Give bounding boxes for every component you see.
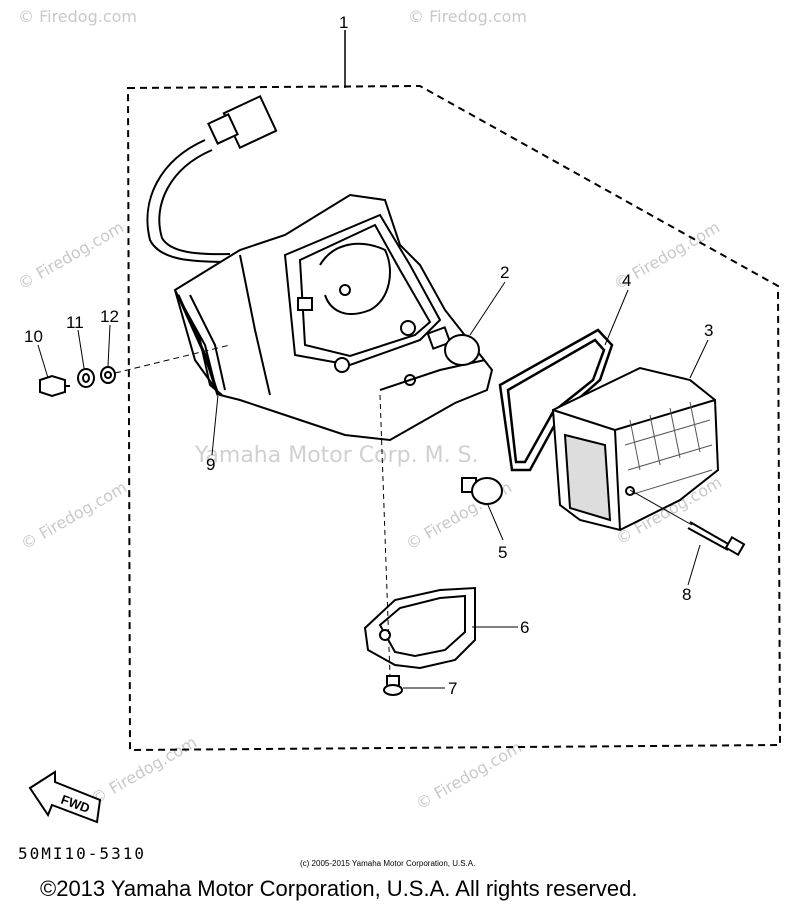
label-part-7: 7 (448, 679, 457, 698)
screw-7 (383, 675, 403, 696)
watermark: © Firedog.com (18, 7, 137, 26)
bolt-10 (39, 374, 70, 398)
lens-3 (551, 366, 720, 532)
wire-harness (146, 94, 278, 263)
label-part-9: 9 (206, 455, 215, 474)
washer-11 (77, 368, 95, 388)
bulb-2 (426, 326, 480, 366)
label-part-2: 2 (500, 263, 509, 282)
copyright-notice: ©2013 Yamaha Motor Corporation, U.S.A. A… (40, 876, 638, 901)
label-part-5: 5 (498, 543, 507, 562)
label-part-6: 6 (520, 618, 529, 637)
gasket-9 (176, 294, 220, 396)
diagram-code: 50MI10-5310 (18, 844, 146, 863)
screw-8 (687, 521, 746, 557)
tail-light-base (173, 193, 494, 442)
label-part-3: 3 (704, 321, 713, 340)
bulb-5 (461, 477, 503, 505)
label-part-12: 12 (100, 307, 119, 326)
watermark: © Firedog.com (408, 7, 527, 26)
label-leaders (37, 281, 709, 689)
watermark-center: Yamaha Motor Corp. M. S. (194, 443, 479, 468)
watermark: © Firedog.com (18, 478, 131, 554)
nut-12 (100, 366, 116, 384)
small-copyright: (c) 2005-2015 Yamaha Motor Corporation, … (300, 859, 476, 868)
watermark: © Firedog.com (88, 733, 201, 809)
watermark: © Firedog.com (15, 218, 128, 294)
label-part-11: 11 (66, 313, 84, 332)
label-part-1: 1 (339, 13, 348, 32)
leader-screw-7 (379, 394, 391, 677)
label-part-4: 4 (622, 271, 631, 290)
license-light-6 (363, 586, 476, 670)
leader-screw-8 (629, 489, 693, 526)
watermark: © Firedog.com (413, 738, 526, 814)
assembly-boundary (126, 84, 782, 752)
label-part-8: 8 (682, 585, 691, 604)
fwd-arrow-icon: FWD (28, 770, 102, 824)
label-part-10: 10 (24, 327, 43, 346)
